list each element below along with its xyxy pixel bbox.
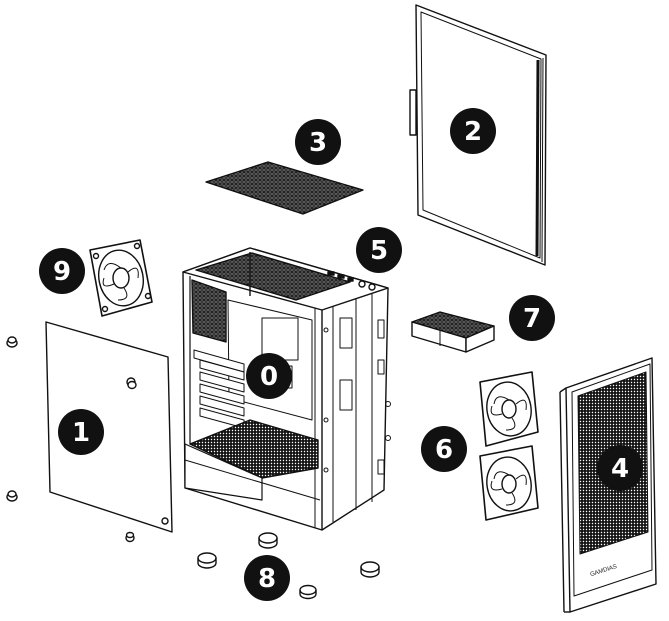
- badge-6: 6: [421, 426, 467, 472]
- badge-1: 1: [58, 409, 104, 455]
- badge-9: 9: [39, 248, 85, 294]
- badge-2-label: 2: [464, 117, 482, 147]
- badge-8-label: 8: [258, 564, 276, 594]
- badge-1-label: 1: [72, 418, 90, 448]
- front-fan-top: [479, 371, 539, 447]
- rear-fan: [89, 239, 153, 317]
- drive-cage: [411, 311, 495, 353]
- front-fan-bottom: [479, 445, 539, 521]
- badge-3-label: 3: [309, 128, 327, 158]
- badge-7: 7: [509, 295, 555, 341]
- badge-5: 5: [356, 227, 402, 273]
- badge-0-label: 0: [260, 362, 278, 392]
- badge-7-label: 7: [523, 304, 541, 334]
- badge-0: 0: [246, 353, 292, 399]
- badge-9-label: 9: [53, 257, 71, 287]
- badge-3: 3: [295, 119, 341, 165]
- badge-6-label: 6: [435, 435, 453, 465]
- case-feet: [197, 532, 380, 600]
- badge-2: 2: [450, 108, 496, 154]
- badge-8: 8: [244, 555, 290, 601]
- badge-4-label: 4: [611, 454, 629, 484]
- badge-4: 4: [597, 445, 643, 491]
- top-dust-filter: [205, 161, 364, 215]
- badge-5-label: 5: [370, 236, 388, 266]
- thumb-screws: [6, 336, 137, 543]
